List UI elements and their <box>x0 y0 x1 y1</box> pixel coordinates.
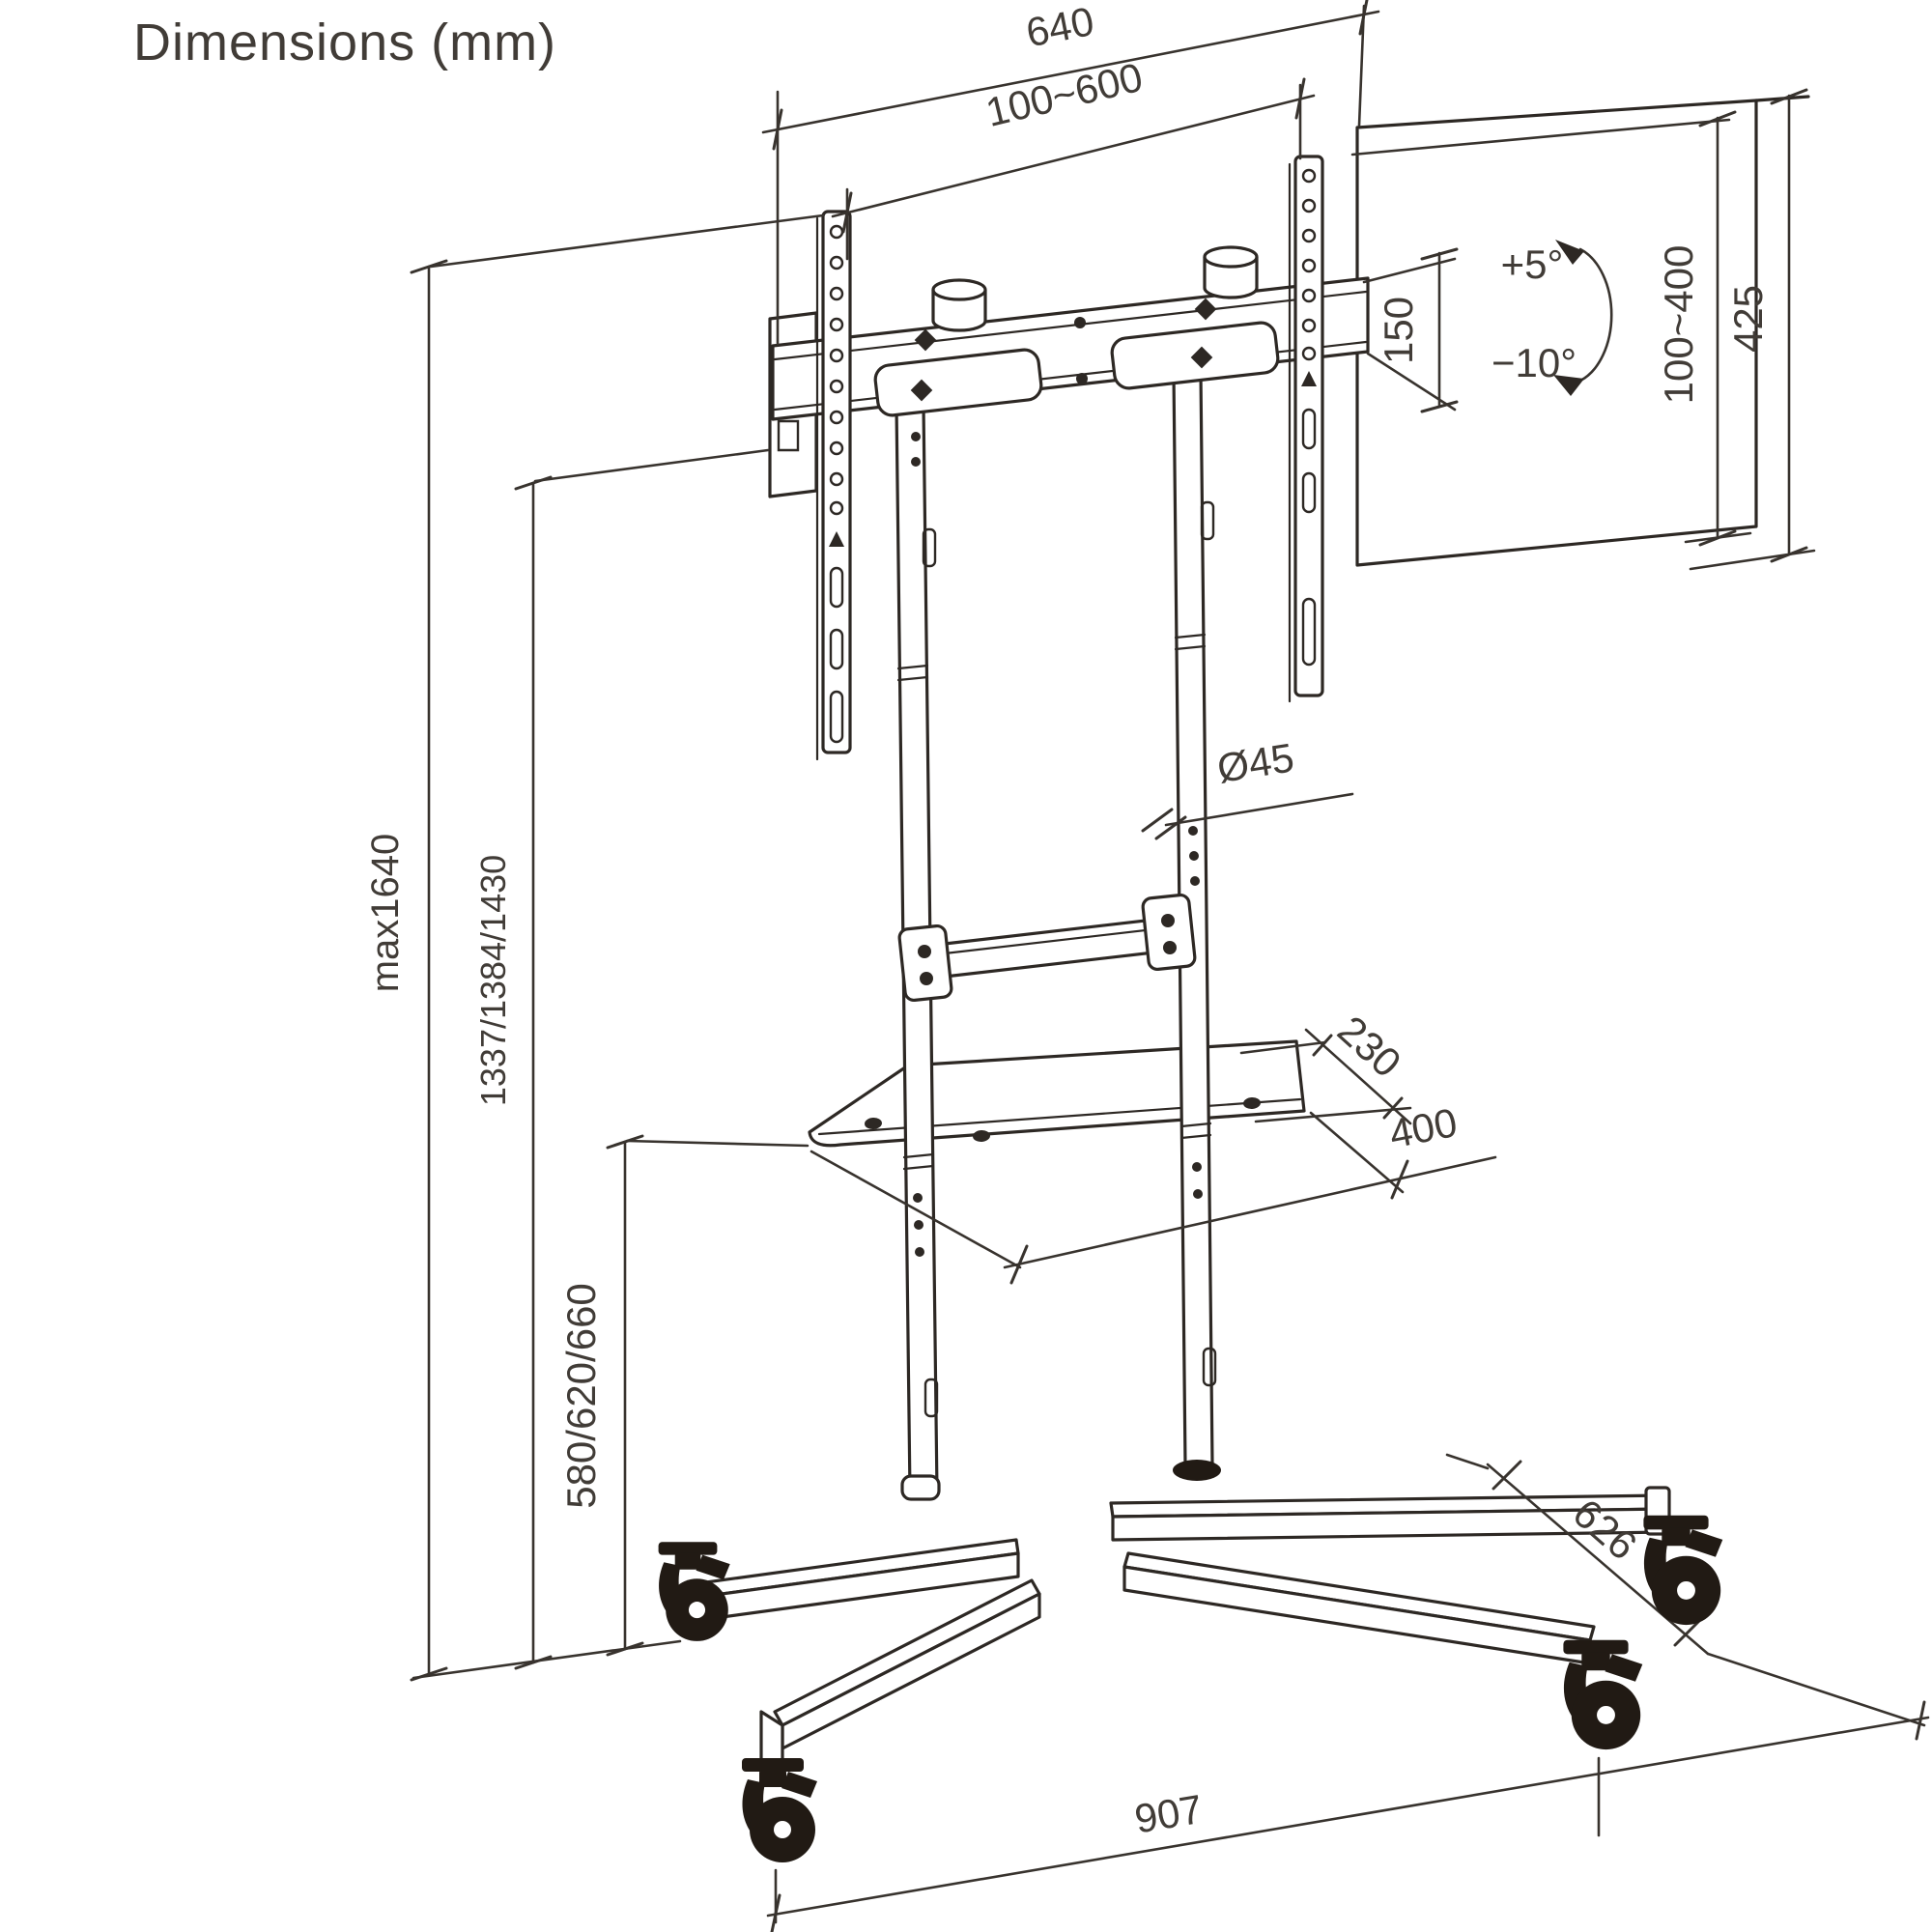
dim-label-1337-1384-1430: 1337/1384/1430 <box>473 855 513 1106</box>
dim-label-907: 907 <box>1131 1786 1206 1842</box>
dim-label-tilt-down: −10° <box>1492 340 1577 385</box>
alignment-arrow <box>829 531 844 547</box>
dim-label-580-620-660: 580/620/660 <box>558 1283 604 1509</box>
dim-label-150: 150 <box>1376 297 1421 364</box>
alignment-arrow <box>1301 371 1317 386</box>
vesa-strip-right <box>1288 155 1324 703</box>
mounting-bracket <box>768 245 1370 498</box>
shelf-screw <box>1243 1096 1261 1110</box>
bracket-slot-left <box>873 348 1043 417</box>
tilt-arc <box>1578 247 1613 383</box>
cable-clip <box>923 1378 939 1418</box>
dim-shelf-width: 400 <box>810 1099 1497 1285</box>
dim-max-height: max1640 <box>364 213 825 1682</box>
arrow-up-icon <box>1555 240 1584 265</box>
dim-label-100-400: 100~400 <box>1656 245 1701 405</box>
cable-clip <box>1202 1347 1217 1387</box>
arrow-down-icon <box>1553 375 1584 396</box>
cable-clip <box>922 527 937 568</box>
vesa-strip-left <box>815 210 852 761</box>
mid-crossbar <box>897 893 1197 1003</box>
shelf-screw <box>865 1117 882 1130</box>
locking-knob-right <box>1203 245 1259 299</box>
dim-bracket-plate-height: 150 <box>1362 247 1459 413</box>
locking-knob-left <box>931 278 987 332</box>
dim-base-width: 907 <box>766 1700 1930 1932</box>
cable-clip <box>1200 500 1215 541</box>
pole-clamp-right <box>1141 893 1197 972</box>
shelf-screw <box>973 1129 990 1143</box>
floor-reference-line <box>412 1639 682 1680</box>
dim-label-tilt-up: +5° <box>1501 242 1564 287</box>
page-title: Dimensions (mm) <box>133 14 556 71</box>
pole-clamp-left <box>897 923 953 1003</box>
dim-bracket-total-height: 425 <box>1689 88 1816 571</box>
dim-column-heights: 1337/1384/1430 <box>473 448 770 1670</box>
tilt-annotation: +5° −10° <box>1492 240 1613 396</box>
pole-foot-left <box>900 1474 941 1501</box>
dim-shelf-heights: 580/620/660 <box>558 1134 810 1657</box>
dim-vesa-height: 100~400 <box>1350 110 1752 547</box>
pole-foot-right <box>1173 1460 1221 1481</box>
dim-label-max1640: max1640 <box>364 834 407 993</box>
dim-label-425: 425 <box>1725 285 1771 353</box>
